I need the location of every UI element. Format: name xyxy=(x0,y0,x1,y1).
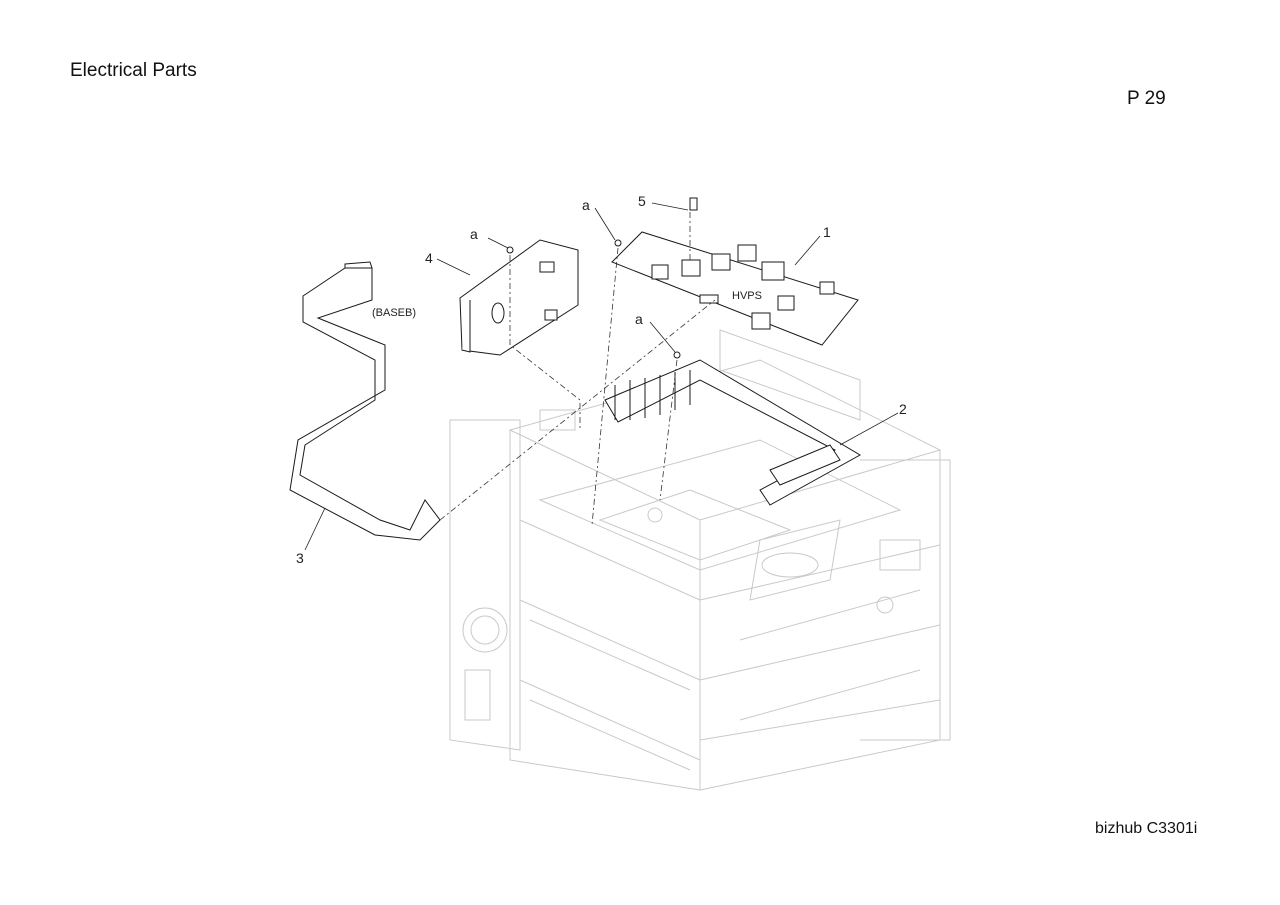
callout-a-2: a xyxy=(582,197,590,213)
cover xyxy=(459,239,579,356)
screw-a-3 xyxy=(673,351,681,359)
model-name: bizhub C3301i xyxy=(1095,820,1198,837)
callout-4: 4 xyxy=(425,250,433,266)
hvps-board xyxy=(611,197,859,346)
alignment-lines xyxy=(439,212,716,526)
screw-a-1 xyxy=(506,246,514,254)
callout-a-3: a xyxy=(635,311,643,327)
callout-2: 2 xyxy=(899,401,907,417)
flat-cable xyxy=(289,261,441,541)
baseb-label: (BASEB) xyxy=(372,307,416,319)
part5-connector xyxy=(689,197,698,211)
printer-frame xyxy=(449,329,951,791)
page-number: P 29 xyxy=(1127,88,1166,109)
leader-lines xyxy=(304,202,899,551)
callout-3: 3 xyxy=(296,550,304,566)
callout-1: 1 xyxy=(823,224,831,240)
callout-5: 5 xyxy=(638,193,646,209)
callout-a-1: a xyxy=(470,226,478,242)
screw-a-2 xyxy=(614,239,622,247)
hv-terminal-bracket xyxy=(604,359,862,506)
page-title: Electrical Parts xyxy=(70,60,197,81)
screws xyxy=(506,239,681,359)
hvps-label: HVPS xyxy=(732,290,762,302)
